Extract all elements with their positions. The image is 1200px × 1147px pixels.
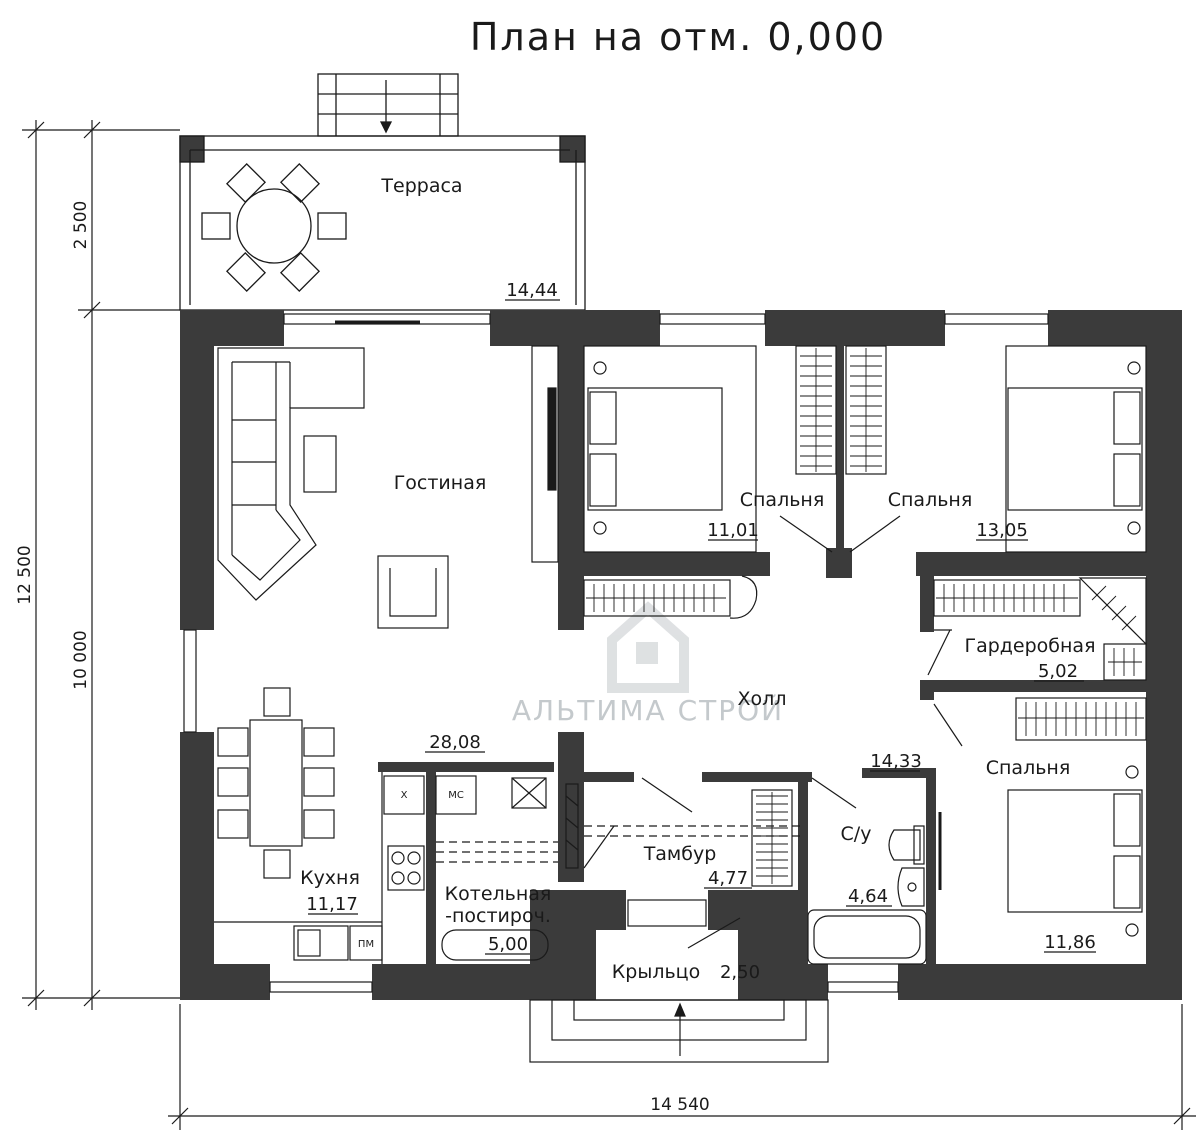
boiler-label-line1: Котельная xyxy=(445,883,552,905)
bathroom-area: 4,64 xyxy=(848,886,888,907)
porch-area: 2,50 xyxy=(720,962,760,983)
terrace xyxy=(179,73,586,311)
bedroom1-furniture xyxy=(583,345,758,619)
bedroom2-furniture xyxy=(1005,345,1147,553)
terrace-area: 14,44 xyxy=(506,280,558,301)
dishwasher-label: ПМ xyxy=(358,939,374,950)
bedroom3-label: Спальня xyxy=(986,757,1071,779)
dimension-house-depth: 10 000 xyxy=(71,630,91,689)
bedroom2-area: 13,05 xyxy=(976,520,1028,541)
hall-label: Холл xyxy=(738,688,787,710)
washer-label: МС xyxy=(448,790,464,801)
vestibule-closet-hangers xyxy=(756,792,788,884)
dimension-lines xyxy=(22,120,1196,1130)
bathroom-fixtures xyxy=(807,812,942,965)
vestibule-details xyxy=(529,777,857,1063)
bedroom1-area: 11,01 xyxy=(707,520,759,541)
bedroom3-furniture xyxy=(933,697,1147,937)
bedroom1-closet-hangers xyxy=(586,584,726,612)
wardrobe-label: Гардеробная xyxy=(964,635,1095,657)
fridge-label: Х xyxy=(401,790,408,801)
porch-label: Крыльцо xyxy=(612,961,700,983)
vestibule-label: Тамбур xyxy=(643,843,717,865)
living-area: 28,08 xyxy=(429,732,481,753)
hall-area: 14,33 xyxy=(870,751,922,772)
living-room-furniture xyxy=(217,345,559,629)
boiler-label-line2: -постироч. xyxy=(445,905,551,927)
terrace-label: Терраса xyxy=(380,175,462,197)
wardrobe-area: 5,02 xyxy=(1038,661,1078,682)
vestibule-area: 4,77 xyxy=(708,868,748,889)
kitchen-units xyxy=(214,772,425,964)
kitchen-area: 11,17 xyxy=(306,894,358,915)
bedroom3-closet-hangers xyxy=(1018,702,1144,736)
dimension-total-width: 14 540 xyxy=(650,1095,709,1115)
watermark-text: АЛЬТИМА СТРОЙ xyxy=(512,693,784,727)
bedroom1-label: Спальня xyxy=(740,489,825,511)
kitchen-label: Кухня xyxy=(300,867,360,889)
dimension-terrace-depth: 2 500 xyxy=(71,201,91,250)
windows xyxy=(183,313,1049,993)
central-closets xyxy=(795,345,887,475)
exterior-walls xyxy=(180,310,1182,1000)
central-closet-hangers xyxy=(800,348,882,472)
bedroom2-label: Спальня xyxy=(888,489,973,511)
dimension-total-height: 12 500 xyxy=(15,545,35,604)
bathroom-label: С/у xyxy=(841,823,872,845)
boiler-room-equipment xyxy=(435,775,558,961)
plan-title: План на отм. 0,000 xyxy=(470,15,886,59)
wardrobe-hangers xyxy=(936,584,1142,676)
dining-furniture xyxy=(217,687,335,879)
watermark-logo xyxy=(607,601,689,693)
boiler-area: 5,00 xyxy=(488,934,528,955)
living-label: Гостиная xyxy=(394,472,487,494)
interior-walls xyxy=(378,346,1146,964)
bedroom3-area: 11,86 xyxy=(1044,932,1096,953)
